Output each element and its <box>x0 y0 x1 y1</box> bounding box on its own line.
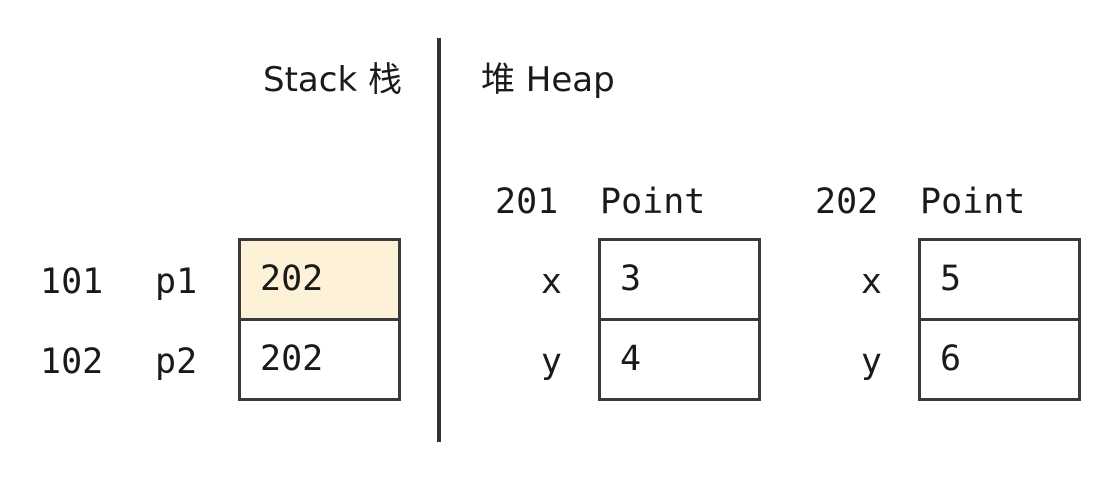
stack-title: Stack 栈 <box>263 60 402 100</box>
field-cell-y-201: 4 <box>598 318 761 401</box>
heap-type-201: Point <box>600 182 706 222</box>
heap-address-202: 202 <box>815 182 879 222</box>
stack-heap-divider <box>437 38 441 442</box>
field-cell-x-201: 3 <box>598 238 761 321</box>
heap-title: 堆 Heap <box>481 60 615 100</box>
field-name-y-201: y <box>540 342 562 382</box>
field-cell-y-202: 6 <box>918 318 1081 401</box>
stack-address-101: 101 <box>40 262 104 302</box>
heap-type-202: Point <box>920 182 1026 222</box>
field-name-y-202: y <box>860 342 882 382</box>
heap-address-201: 201 <box>495 182 559 222</box>
field-name-x-201: x <box>540 262 562 302</box>
stack-address-102: 102 <box>40 342 104 382</box>
stack-cell-p1: 202 <box>238 238 401 321</box>
field-name-x-202: x <box>860 262 882 302</box>
field-cell-x-202: 5 <box>918 238 1081 321</box>
stack-variable-p2: p2 <box>155 342 198 382</box>
stack-cell-p2: 202 <box>238 318 401 401</box>
stack-variable-p1: p1 <box>155 262 198 302</box>
